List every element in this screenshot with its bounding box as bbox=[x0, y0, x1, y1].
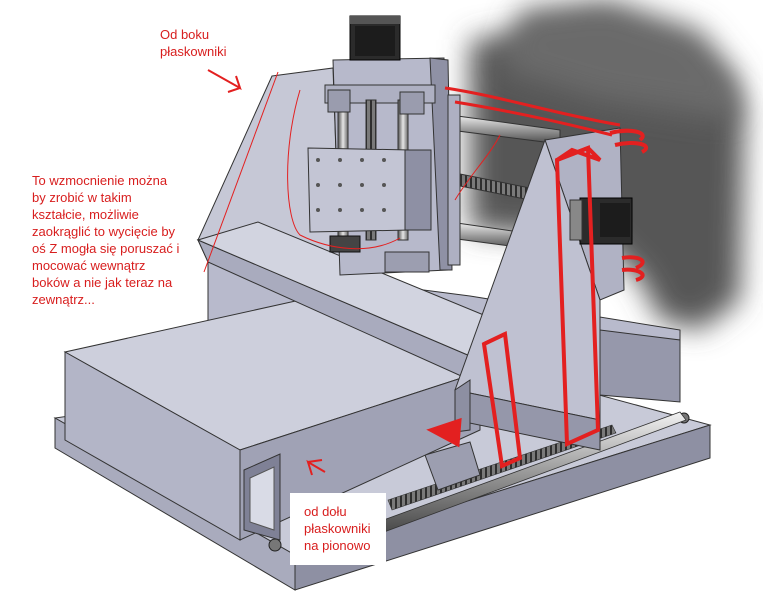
side-flatbars-note: Od boku płaskowniki bbox=[160, 27, 227, 59]
arrow-icon-bottom bbox=[306, 459, 326, 476]
reinforcement-note: To wzmocnienie można by zrobić w takim k… bbox=[32, 173, 180, 307]
arrow-icon-side bbox=[207, 69, 242, 93]
red-annotations bbox=[203, 69, 649, 476]
vertical-flatbar-left bbox=[481, 330, 523, 469]
bottom-flatbars-note: od dołu płaskowniki na pionowo bbox=[290, 493, 386, 565]
left-side-plate bbox=[196, 67, 522, 381]
z-axis-assembly bbox=[307, 15, 453, 276]
red-triangle bbox=[426, 417, 462, 448]
vertical-flatbar-right bbox=[554, 145, 602, 448]
